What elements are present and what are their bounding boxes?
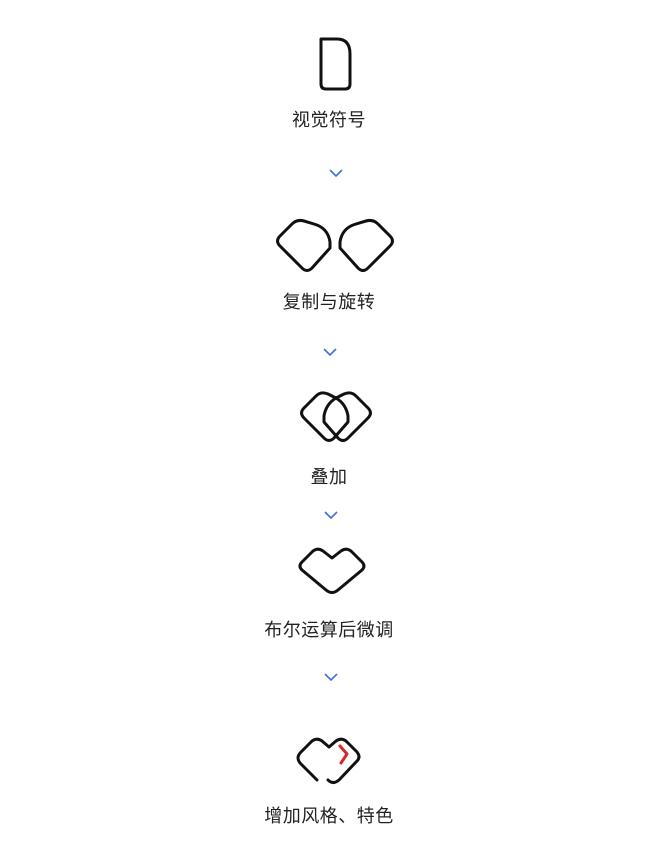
step-1-icon <box>317 36 353 92</box>
step-5-label: 增加风格、特色 <box>264 806 394 827</box>
chevron-down-icon <box>329 169 343 178</box>
flow-arrow-2 <box>322 347 338 357</box>
step-5-icon <box>295 730 363 786</box>
step-2-icon <box>270 212 400 282</box>
step-1-label: 视觉符号 <box>292 110 366 131</box>
step-3-icon <box>298 388 374 452</box>
accent-stroke <box>338 744 349 765</box>
heart-outline-icon <box>298 547 366 594</box>
mirrored-tab-shapes-icon <box>276 218 394 272</box>
step-4-icon <box>298 544 366 594</box>
rounded-tab-shape-icon <box>319 37 352 91</box>
chevron-down-icon <box>324 511 338 520</box>
step-3-label: 叠加 <box>310 467 348 488</box>
chevron-down-icon <box>323 348 337 357</box>
step-2-label: 复制与旋转 <box>282 292 376 313</box>
flow-arrow-4 <box>323 672 339 682</box>
overlapped-heart-shapes-icon <box>300 391 372 442</box>
stylized-heart-icon <box>296 737 361 784</box>
chevron-down-icon <box>324 673 338 682</box>
flow-arrow-3 <box>323 510 339 520</box>
step-4-label: 布尔运算后微调 <box>264 620 394 641</box>
flow-arrow-1 <box>328 168 344 178</box>
